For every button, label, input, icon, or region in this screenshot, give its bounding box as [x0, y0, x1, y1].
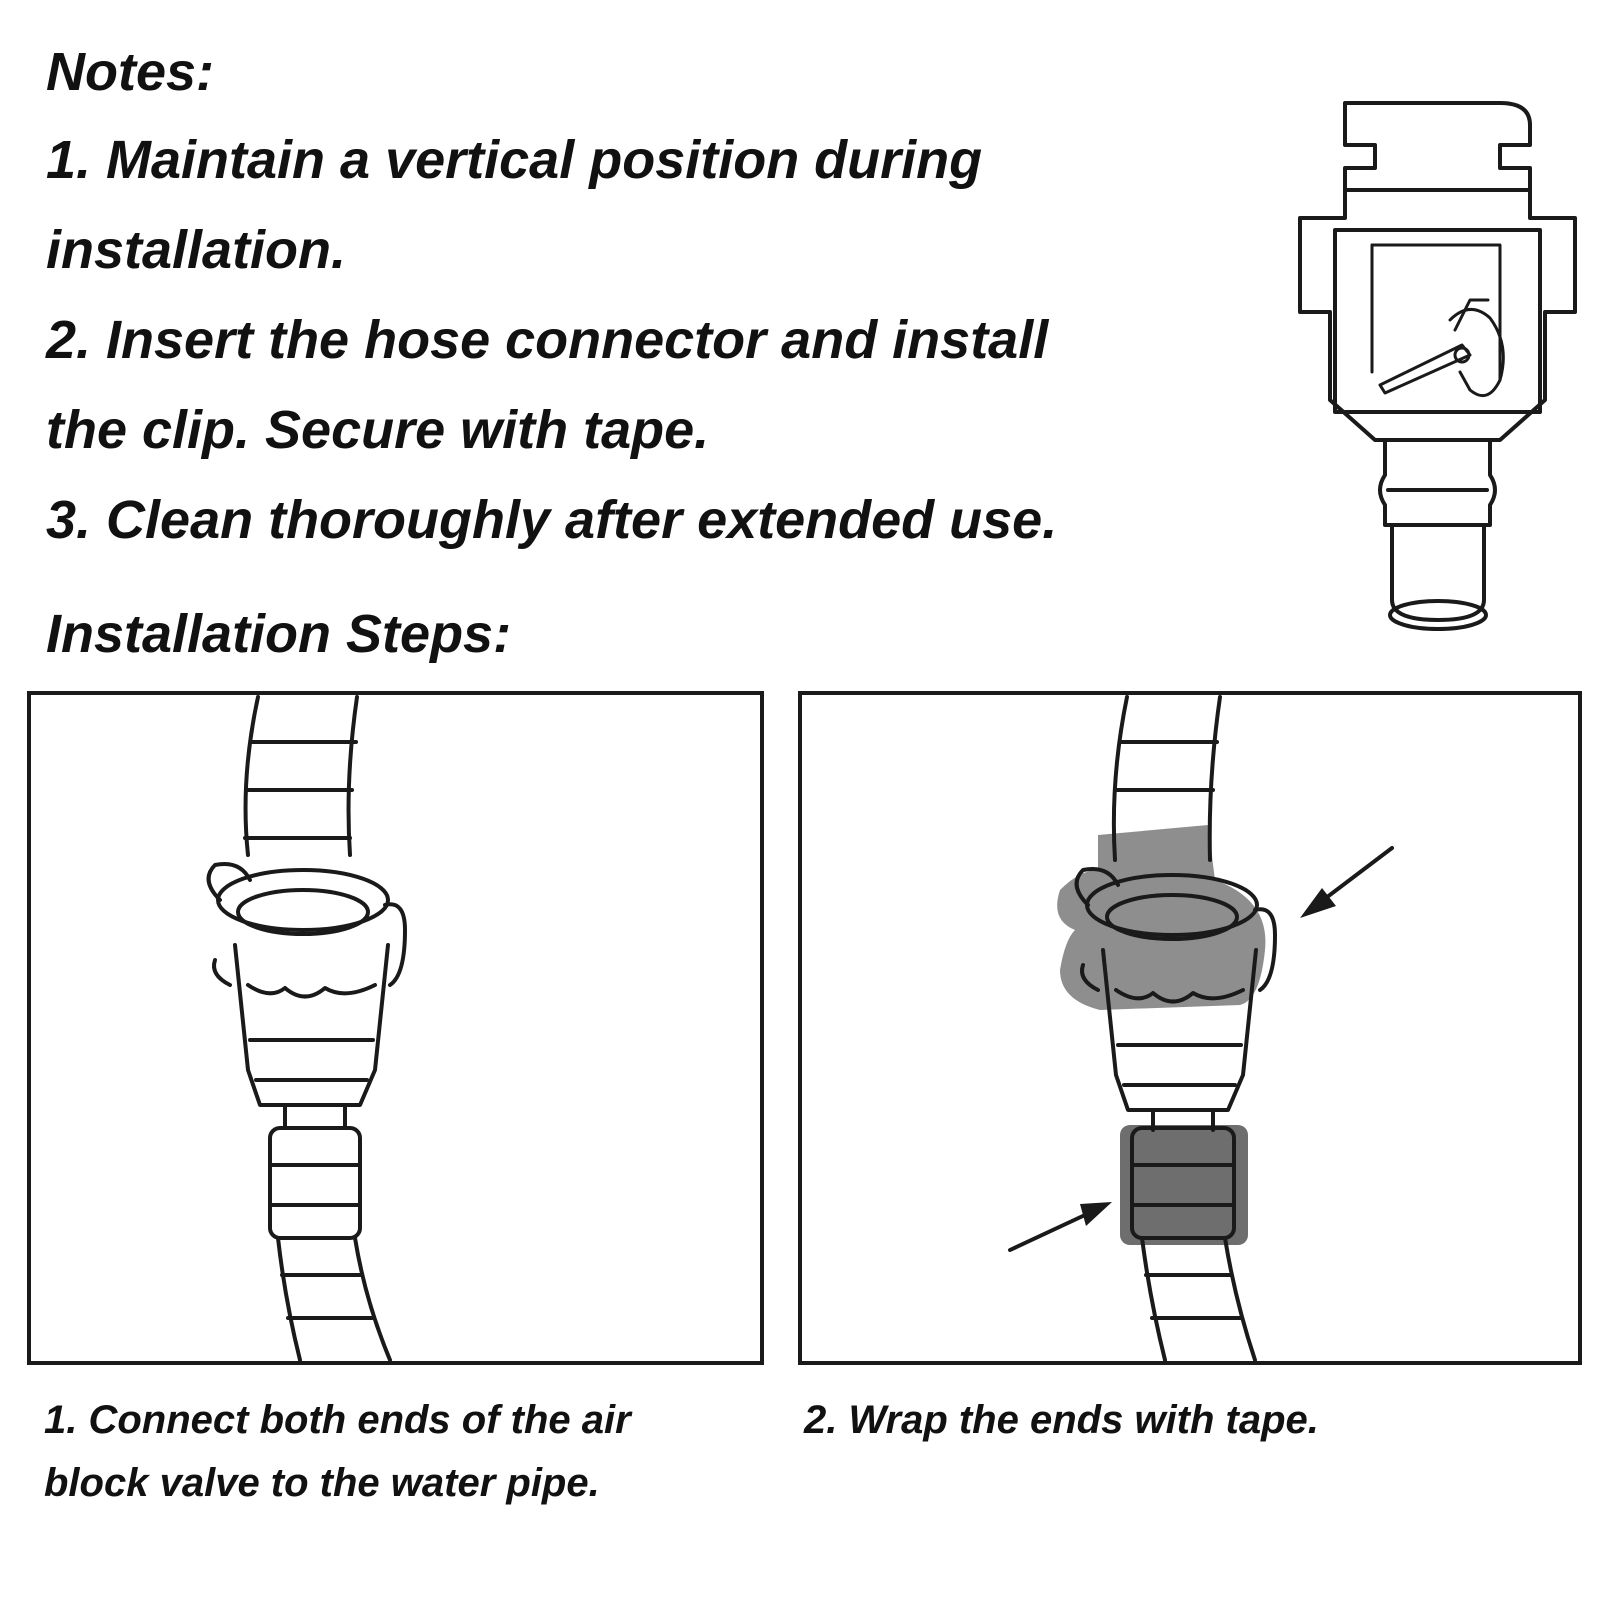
note-line-2: installation. — [46, 220, 347, 280]
step1-caption-line-2: block valve to the water pipe. — [44, 1461, 600, 1505]
note-line-5: 3. Clean thoroughly after extended use. — [46, 490, 1058, 550]
steps-heading: Installation Steps: — [46, 604, 512, 664]
step2-caption-line-1: 2. Wrap the ends with tape. — [804, 1398, 1319, 1442]
notes-heading: Notes: — [46, 42, 215, 102]
note-line-1: 1. Maintain a vertical position during — [46, 130, 983, 190]
note-line-4: the clip. Secure with tape. — [46, 400, 710, 460]
step1-caption-line-1: 1. Connect both ends of the air — [44, 1398, 631, 1442]
note-line-3: 2. Insert the hose connector and install — [46, 310, 1049, 370]
